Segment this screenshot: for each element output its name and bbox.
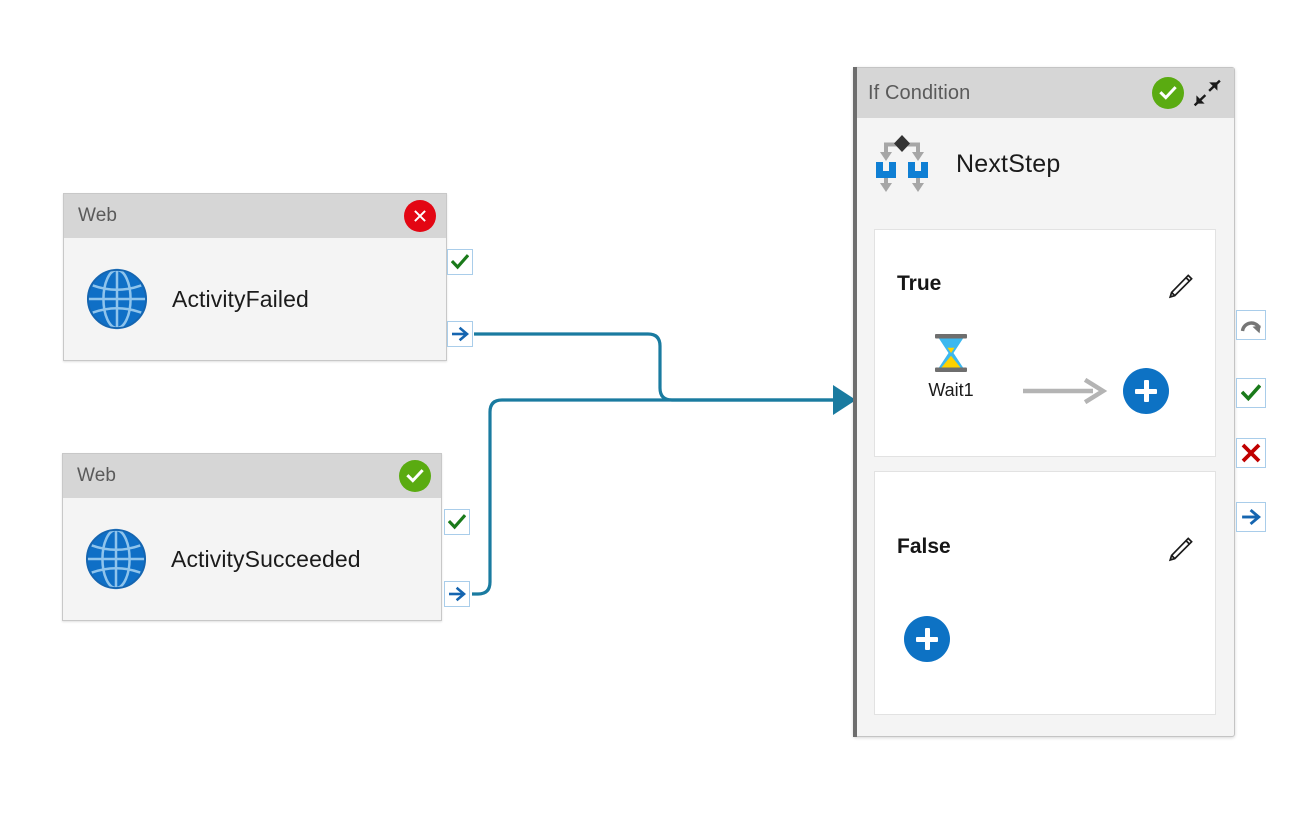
true-branch-label: True <box>897 272 942 295</box>
edge-succeeded-to-if <box>472 398 838 596</box>
flow-arrow-icon <box>1023 378 1108 404</box>
success-circle-icon <box>399 460 431 492</box>
globe-icon <box>86 268 148 330</box>
web-failed-success-connector[interactable] <box>447 249 473 275</box>
decision-branch-icon <box>876 135 928 192</box>
check-icon <box>1241 384 1261 402</box>
card-title: Web <box>78 205 118 226</box>
step-node-wait1[interactable]: Wait1 <box>911 330 991 401</box>
activity-card-web-succeeded[interactable]: Web ActivitySucceeded <box>62 453 442 621</box>
if-condition-header: If Condition <box>854 68 1234 118</box>
card-header: Web <box>64 194 446 238</box>
card-header: Web <box>63 454 441 498</box>
step-name: Wait1 <box>928 380 974 400</box>
hourglass-icon <box>935 334 967 372</box>
success-circle-icon <box>1152 77 1184 109</box>
pencil-icon[interactable] <box>1165 535 1195 565</box>
plus-icon <box>924 628 930 650</box>
false-branch-box[interactable]: False <box>874 471 1216 715</box>
check-icon <box>448 514 466 530</box>
arrow-right-icon <box>1242 508 1261 526</box>
next-step-label: NextStep <box>956 149 1061 178</box>
check-icon <box>451 254 469 270</box>
error-circle-icon <box>404 200 436 232</box>
pencil-icon[interactable] <box>1165 272 1195 302</box>
arrow-right-icon <box>452 326 469 342</box>
if-condition-title: If Condition <box>868 81 971 104</box>
if-condition-success-connector[interactable] <box>1236 378 1266 408</box>
collapse-arrows-icon[interactable] <box>1192 78 1222 108</box>
web-failed-completion-connector[interactable] <box>447 321 473 347</box>
if-condition-panel[interactable]: If Condition <box>853 67 1235 737</box>
activity-label: ActivitySucceeded <box>171 545 361 572</box>
if-condition-failure-connector[interactable] <box>1236 438 1266 468</box>
retry-arrow-icon <box>1240 321 1262 334</box>
true-branch-box[interactable]: True Wait1 <box>874 229 1216 457</box>
next-step-row: NextStep <box>854 118 1234 210</box>
activity-label: ActivityFailed <box>172 285 309 312</box>
true-branch-add-activity-button[interactable] <box>1123 368 1169 414</box>
edge-failed-to-if <box>474 332 838 402</box>
arrow-right-icon <box>449 586 466 602</box>
plus-icon <box>1143 380 1149 402</box>
if-condition-left-handle[interactable] <box>853 67 857 737</box>
web-succeeded-success-connector[interactable] <box>444 509 470 535</box>
activity-card-web-failed[interactable]: Web ActivityFailed <box>63 193 447 361</box>
card-body: ActivityFailed <box>64 238 446 360</box>
card-body: ActivitySucceeded <box>63 498 441 620</box>
false-branch-label: False <box>897 535 951 558</box>
card-title: Web <box>77 465 117 486</box>
web-succeeded-completion-connector[interactable] <box>444 581 470 607</box>
if-condition-completion-connector[interactable] <box>1236 502 1266 532</box>
globe-icon <box>85 528 147 590</box>
false-branch-add-activity-button[interactable] <box>904 616 950 662</box>
if-condition-retry-connector[interactable] <box>1236 310 1266 340</box>
cross-icon <box>1241 443 1261 463</box>
